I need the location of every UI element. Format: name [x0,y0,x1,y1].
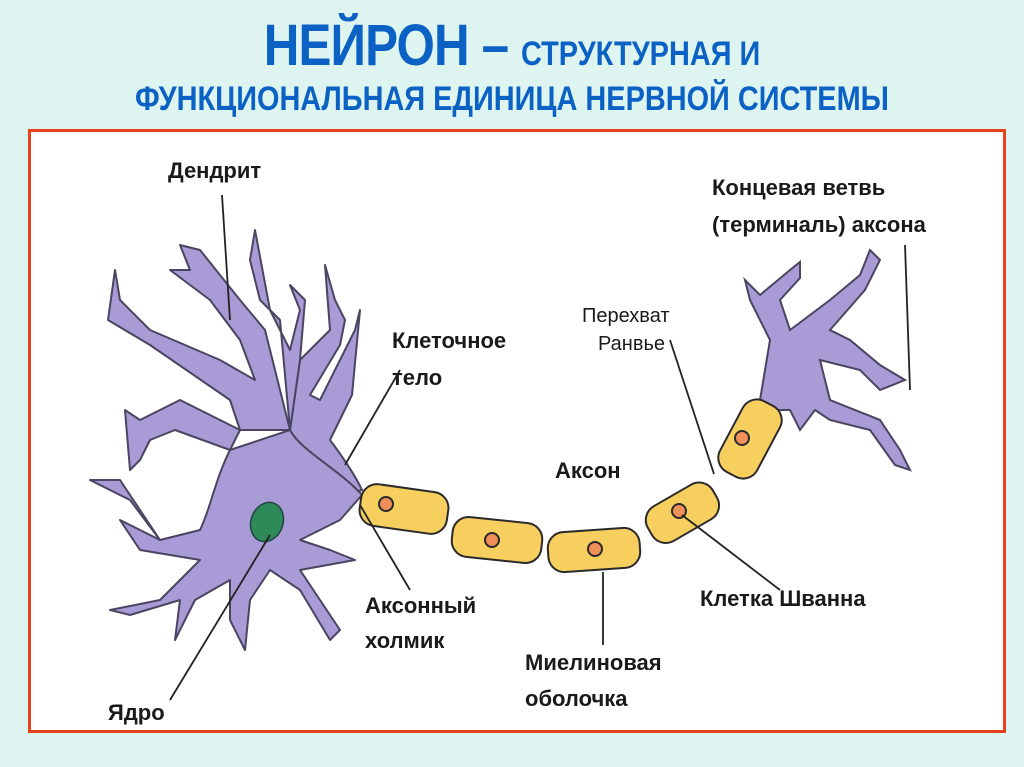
label-axon-hillock-2: холмик [365,628,445,653]
label-cell-body-1: Клеточное [392,328,506,353]
label-axon-hillock-1: Аксонный [365,593,476,618]
axon-terminal [743,248,912,472]
label-schwann: Клетка Шванна [700,586,866,611]
label-nucleus: Ядро [108,700,165,725]
schwann-cell [644,481,721,544]
label-myelin-1: Миелиновая [525,650,662,675]
label-dendrite: Дендрит [168,158,261,183]
title-main: НЕЙРОН – [263,13,509,78]
label-myelin-2: оболочка [525,686,628,711]
labels: Дендрит Клеточное тело Концевая ветвь (т… [108,158,927,725]
label-terminal-2: (терминаль) аксона [712,212,927,237]
page-subtitle: ФУНКЦИОНАЛЬНАЯ ЕДИНИЦА НЕРВНОЙ СИСТЕМЫ [135,80,889,118]
nucleus-shape [249,501,285,543]
title-rest: СТРУКТУРНАЯ И [521,35,761,73]
schwann-cell [450,515,544,565]
page-title: НЕЙРОН – СТРУКТУРНАЯ И [77,12,947,79]
neuron-dendrites [89,229,363,651]
label-cell-body-2: тело [392,365,442,390]
schwann-cell [546,526,642,574]
schwann-cell [717,398,783,480]
label-terminal-1: Концевая ветвь [712,175,885,200]
label-ranvier-1: Перехват [582,305,670,327]
label-ranvier-2: Ранвье [598,333,665,355]
label-axon: Аксон [555,458,621,483]
pointer-lines [169,194,911,701]
myelin-sheath [358,398,783,574]
schwann-cell [358,483,450,535]
